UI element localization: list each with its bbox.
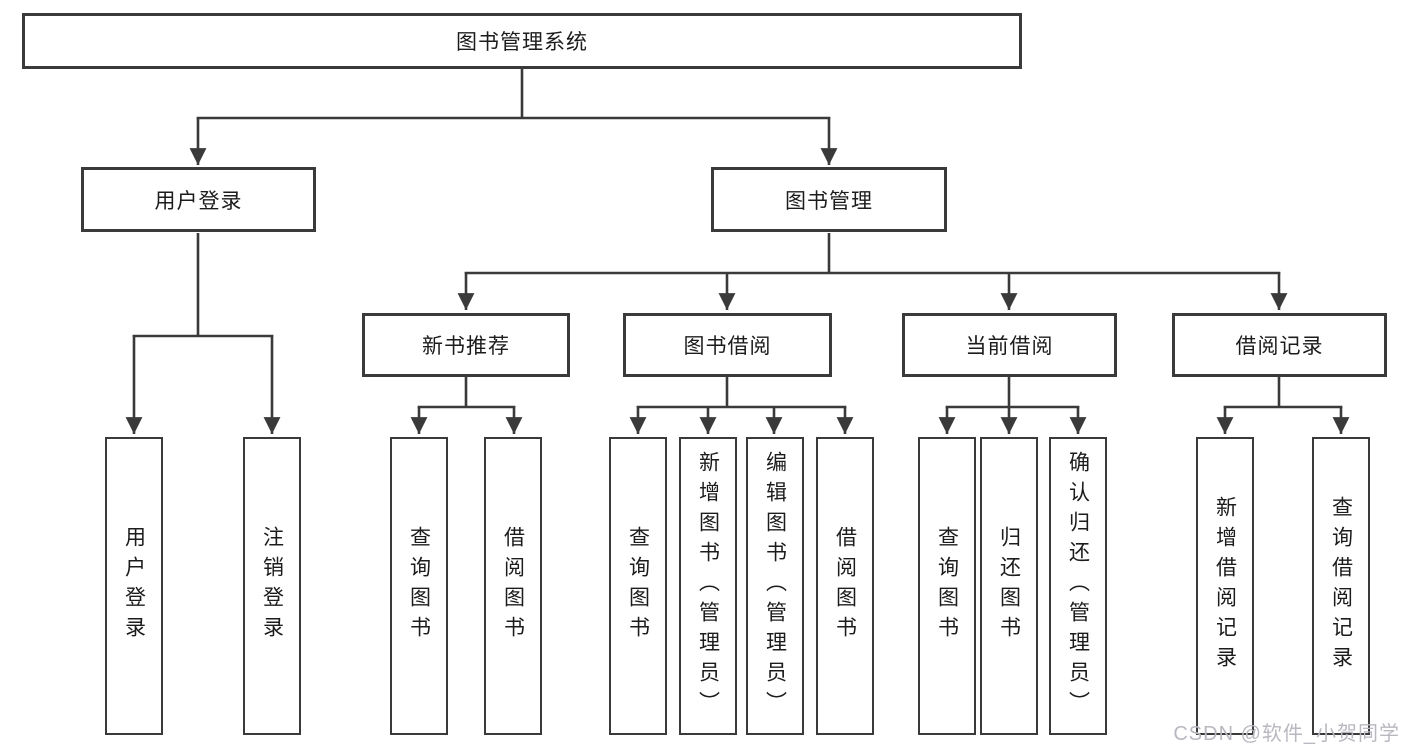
node-library-management-system: 图书管理系统 xyxy=(22,13,1022,69)
leaf-add-book-admin: 新增图书（管理员） xyxy=(679,437,737,735)
leaf-return-book: 归还图书 xyxy=(980,437,1038,735)
leaf-borrow-books-borrowing: 借阅图书 xyxy=(816,437,874,735)
leaf-borrow-books-recommend: 借阅图书 xyxy=(484,437,542,735)
node-book-management: 图书管理 xyxy=(711,167,947,232)
leaf-query-borrow-record: 查询借阅记录 xyxy=(1312,437,1370,735)
leaf-query-books-recommend: 查询图书 xyxy=(390,437,448,735)
node-book-borrowing: 图书借阅 xyxy=(623,313,832,377)
leaf-confirm-return-admin: 确认归还（管理员） xyxy=(1049,437,1107,735)
leaf-query-books-borrowing: 查询图书 xyxy=(609,437,667,735)
leaf-user-login: 用户登录 xyxy=(105,437,163,735)
leaf-query-books-current: 查询图书 xyxy=(918,437,976,735)
node-new-book-recommendation: 新书推荐 xyxy=(362,313,570,377)
watermark: CSDN @软件_小贺同学 xyxy=(1173,723,1400,745)
node-user-login: 用户登录 xyxy=(81,167,316,232)
leaf-logout: 注销登录 xyxy=(243,437,301,735)
leaf-add-borrow-record: 新增借阅记录 xyxy=(1196,437,1254,735)
node-current-borrowing: 当前借阅 xyxy=(902,313,1117,377)
leaf-edit-book-admin: 编辑图书（管理员） xyxy=(746,437,804,735)
node-borrowing-records: 借阅记录 xyxy=(1172,313,1387,377)
